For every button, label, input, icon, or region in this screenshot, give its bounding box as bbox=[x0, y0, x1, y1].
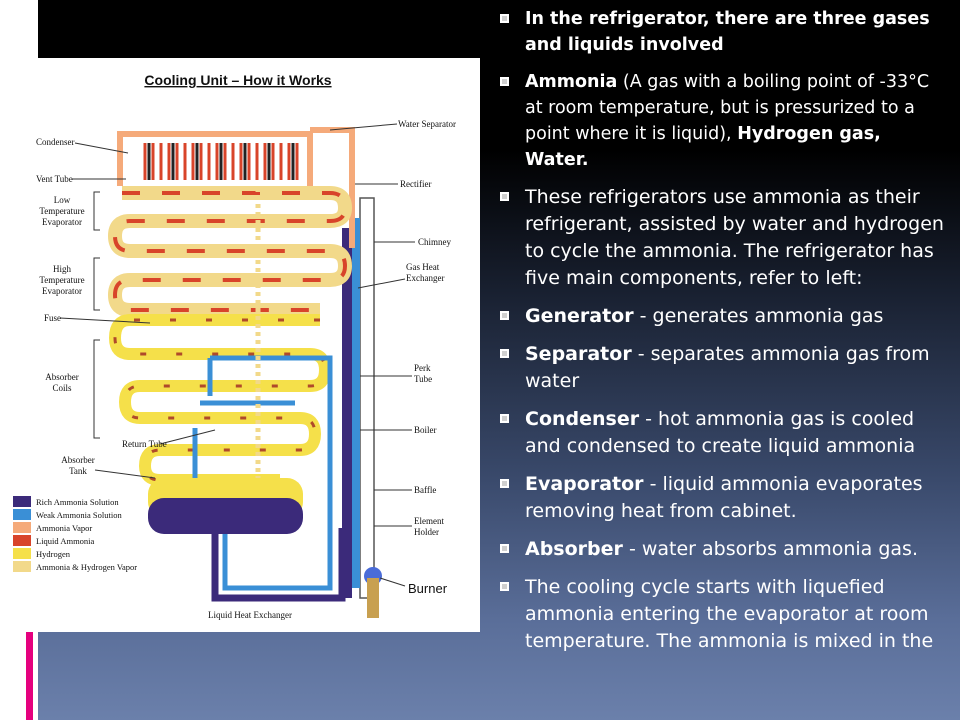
label-return-tube: Return Tube bbox=[122, 439, 167, 449]
bullet-bold: Absorber bbox=[525, 538, 623, 560]
label-low-temp-1: Low bbox=[54, 195, 71, 205]
label-condenser: Condenser bbox=[36, 137, 75, 147]
bullet-bold: Generator bbox=[525, 305, 634, 327]
square-bullet-icon bbox=[500, 479, 509, 488]
bullet-item: The cooling cycle starts with liquefied … bbox=[496, 574, 948, 655]
legend-label: Rich Ammonia Solution bbox=[36, 497, 119, 507]
square-bullet-icon bbox=[500, 414, 509, 423]
label-baffle: Baffle bbox=[414, 485, 436, 495]
bullet-item: Condenser - hot ammonia gas is cooled an… bbox=[496, 406, 948, 460]
label-rectifier: Rectifier bbox=[400, 179, 431, 189]
bullet-list: In the refrigerator, there are three gas… bbox=[496, 6, 948, 666]
bullet-bold: In the refrigerator, there are three gas… bbox=[525, 9, 930, 55]
diagram-title: Cooling Unit – How it Works bbox=[144, 72, 331, 88]
label-water-separator: Water Separator bbox=[398, 119, 456, 129]
cooling-unit-diagram: Cooling Unit – How it Works bbox=[0, 58, 480, 632]
label-liquid-heat-exchanger: Liquid Heat Exchanger bbox=[208, 610, 292, 620]
square-bullet-icon bbox=[500, 311, 509, 320]
bullet-text: - water absorbs ammonia gas. bbox=[622, 538, 918, 560]
bullet-item: Separator - separates ammonia gas from w… bbox=[496, 341, 948, 395]
square-bullet-icon bbox=[500, 349, 509, 358]
square-bullet-icon bbox=[500, 192, 509, 201]
legend-swatch bbox=[13, 509, 31, 520]
label-chimney: Chimney bbox=[418, 237, 451, 247]
bullet-text: - separates ammonia gas from water bbox=[525, 343, 930, 392]
bullet-bold: Condenser bbox=[525, 408, 640, 430]
legend-swatch bbox=[13, 561, 31, 572]
bullet-item: In the refrigerator, there are three gas… bbox=[496, 6, 948, 58]
bullet-bold: Separator bbox=[525, 343, 632, 365]
bullet-bold: Evaporator bbox=[525, 473, 644, 495]
bullet-item: Ammonia (A gas with a boiling point of -… bbox=[496, 69, 948, 173]
label-low-temp-2: Temperature bbox=[39, 206, 84, 216]
bullet-item: Generator - generates ammonia gas bbox=[496, 303, 948, 330]
label-absorber-tank-2: Tank bbox=[69, 466, 87, 476]
legend-label: Weak Ammonia Solution bbox=[36, 510, 122, 520]
label-absorber-coils-2: Coils bbox=[52, 383, 72, 393]
label-perk-tube-1: Perk bbox=[414, 363, 431, 373]
label-absorber-coils-1: Absorber bbox=[45, 372, 79, 382]
legend-label: Hydrogen bbox=[36, 549, 71, 559]
bullet-item: These refrigerators use ammonia as their… bbox=[496, 184, 948, 292]
legend-swatch bbox=[13, 522, 31, 533]
label-vent-tube: Vent Tube bbox=[36, 174, 73, 184]
label-gas-heat-exchanger-1: Gas Heat bbox=[406, 262, 440, 272]
label-burner: Burner bbox=[408, 581, 448, 596]
square-bullet-icon bbox=[500, 14, 509, 23]
square-bullet-icon bbox=[500, 544, 509, 553]
bullet-text: These refrigerators use ammonia as their… bbox=[525, 186, 944, 289]
legend-label: Ammonia Vapor bbox=[36, 523, 92, 533]
label-gas-heat-exchanger-2: Exchanger bbox=[406, 273, 444, 283]
bullet-text: (A gas with a boiling point of -33°C at … bbox=[525, 72, 930, 144]
label-high-temp-3: Evaporator bbox=[42, 286, 82, 296]
label-element-holder-2: Holder bbox=[414, 527, 439, 537]
label-fuse: Fuse bbox=[44, 313, 61, 323]
bullet-text: The cooling cycle starts with liquefied … bbox=[525, 576, 934, 652]
square-bullet-icon bbox=[500, 77, 509, 86]
label-element-holder-1: Element bbox=[414, 516, 444, 526]
legend-swatch bbox=[13, 548, 31, 559]
bullet-text: - hot ammonia gas is cooled and condense… bbox=[525, 408, 916, 457]
label-absorber-tank-1: Absorber bbox=[61, 455, 95, 465]
bullet-item: Absorber - water absorbs ammonia gas. bbox=[496, 536, 948, 563]
bullet-text: - liquid ammonia evaporates removing hea… bbox=[525, 473, 923, 522]
bullet-bold: Hydrogen gas, Water. bbox=[525, 124, 881, 170]
bullet-text: - generates ammonia gas bbox=[633, 305, 884, 327]
accent-bar bbox=[26, 628, 33, 720]
label-boiler: Boiler bbox=[414, 425, 437, 435]
legend-label: Liquid Ammonia bbox=[36, 536, 95, 546]
label-low-temp-3: Evaporator bbox=[42, 217, 82, 227]
bullet-item: Evaporator - liquid ammonia evaporates r… bbox=[496, 471, 948, 525]
label-high-temp-2: Temperature bbox=[39, 275, 84, 285]
legend: Rich Ammonia Solution Weak Ammonia Solut… bbox=[13, 496, 137, 572]
legend-swatch bbox=[13, 496, 31, 507]
square-bullet-icon bbox=[500, 582, 509, 591]
bullet-bold: Ammonia bbox=[525, 72, 618, 92]
legend-swatch bbox=[13, 535, 31, 546]
label-perk-tube-2: Tube bbox=[414, 374, 432, 384]
legend-label: Ammonia & Hydrogen Vapor bbox=[36, 562, 137, 572]
label-high-temp-1: High bbox=[53, 264, 72, 274]
